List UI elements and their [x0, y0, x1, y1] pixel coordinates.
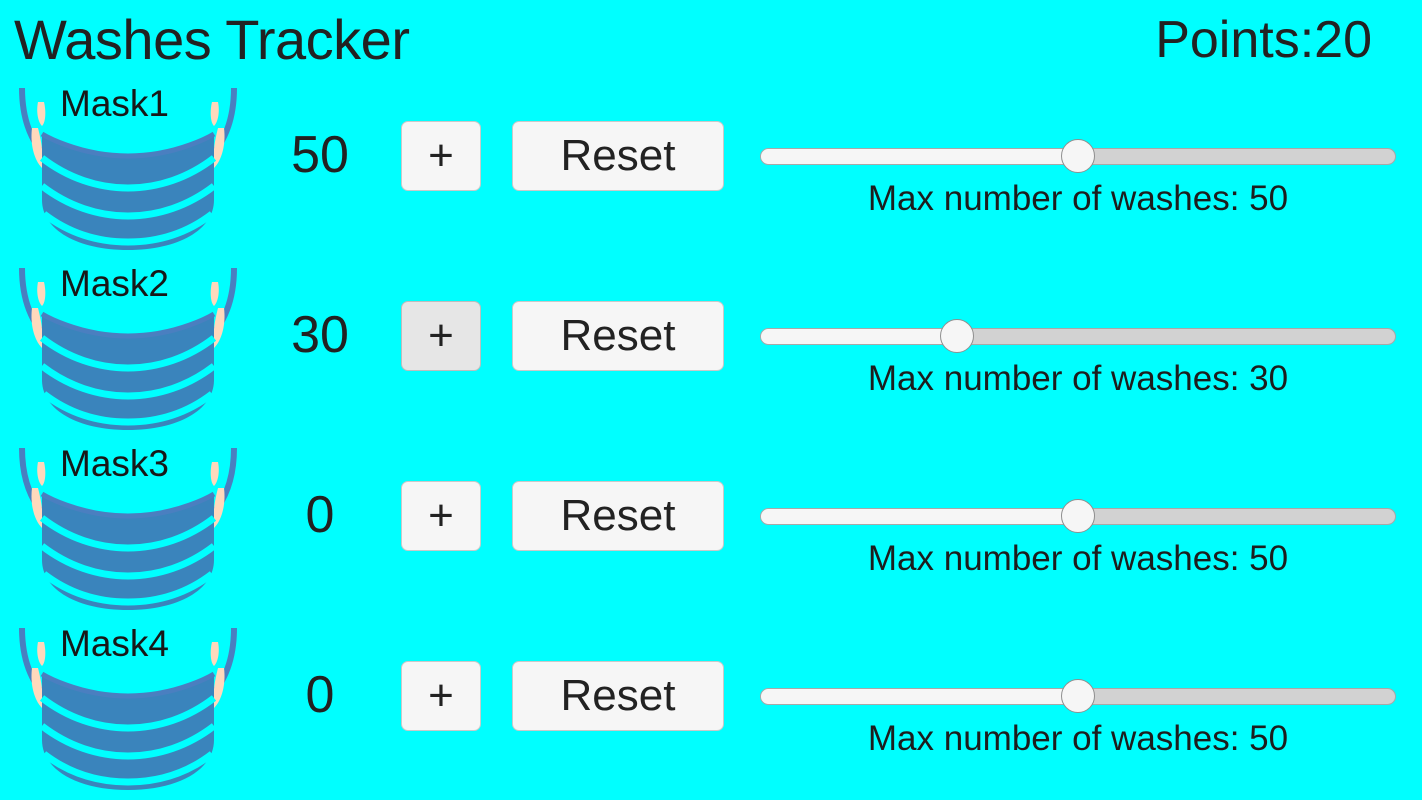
max-washes-slider[interactable]: Max number of washes: 50	[760, 660, 1396, 780]
slider-caption: Max number of washes: 50	[867, 719, 1289, 758]
slider-caption: Max number of washes: 50	[867, 179, 1289, 218]
increment-button[interactable]: +	[401, 661, 481, 731]
slider-thumb[interactable]	[1061, 679, 1095, 713]
slider-fill	[761, 509, 1078, 524]
max-washes-slider[interactable]: Max number of washes: 50	[760, 120, 1396, 240]
app-header: Washes Tracker Points:20	[0, 0, 1422, 78]
mask-name-label: Mask3	[60, 443, 169, 484]
mask-row-mask1: Mask1 50 + Reset Max number of washes: 5…	[0, 78, 1422, 258]
slider-thumb[interactable]	[1061, 499, 1095, 533]
wash-count-value: 0	[305, 666, 335, 724]
slider-caption: Max number of washes: 30	[867, 359, 1289, 398]
wash-count-value: 30	[291, 306, 349, 364]
slider-caption: Max number of washes: 50	[867, 539, 1289, 578]
reset-button[interactable]: Reset	[512, 301, 724, 371]
slider-track[interactable]	[760, 328, 1396, 345]
slider-fill	[761, 329, 958, 344]
mask-icon	[8, 262, 248, 438]
points-display: Points:20	[1155, 11, 1372, 69]
mask-row-mask4: Mask4 0 + Reset Max number of washes: 50	[0, 618, 1422, 798]
slider-thumb[interactable]	[940, 319, 975, 353]
reset-button[interactable]: Reset	[512, 661, 724, 731]
wash-count-value: 0	[305, 486, 335, 544]
reset-button[interactable]: Reset	[512, 481, 724, 551]
page-title: Washes Tracker	[14, 8, 410, 71]
max-washes-slider[interactable]: Max number of washes: 50	[760, 480, 1396, 600]
increment-button[interactable]: +	[401, 301, 481, 371]
mask-icon	[8, 442, 248, 618]
max-washes-slider[interactable]: Max number of washes: 30	[760, 300, 1396, 420]
increment-button[interactable]: +	[401, 121, 481, 191]
mask-row-mask3: Mask3 0 + Reset Max number of washes: 50	[0, 438, 1422, 618]
mask-icon	[8, 82, 248, 258]
increment-button[interactable]: +	[401, 481, 481, 551]
mask-row-list: Mask1 50 + Reset Max number of washes: 5…	[0, 78, 1422, 798]
wash-count-value: 50	[291, 126, 349, 184]
reset-button[interactable]: Reset	[512, 121, 724, 191]
mask-name-label: Mask4	[60, 623, 169, 664]
slider-fill	[761, 689, 1078, 704]
slider-thumb[interactable]	[1061, 139, 1095, 173]
mask-row-mask2: Mask2 30 + Reset Max number of washes: 3…	[0, 258, 1422, 438]
mask-icon	[8, 622, 248, 798]
mask-name-label: Mask2	[60, 263, 169, 304]
mask-name-label: Mask1	[60, 83, 169, 124]
slider-fill	[761, 149, 1078, 164]
